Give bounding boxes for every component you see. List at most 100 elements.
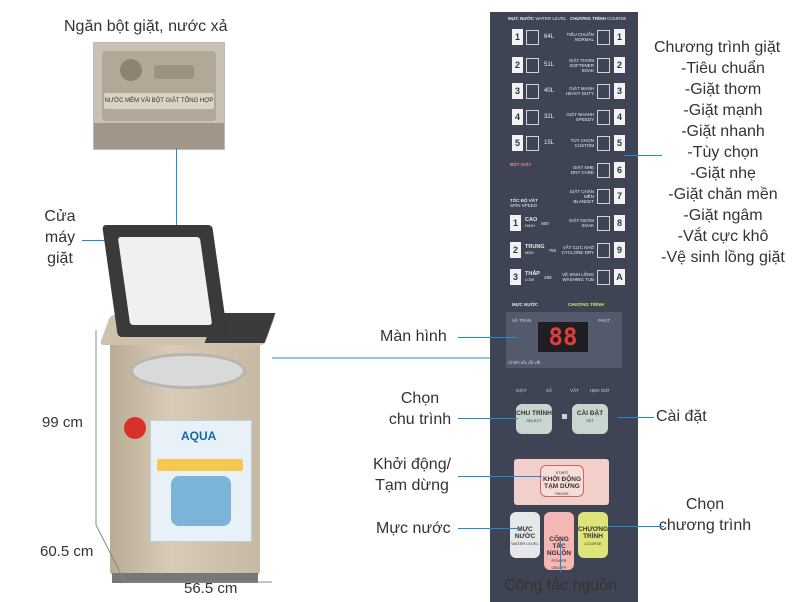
- program-icon: [597, 242, 610, 258]
- program-header-small: CHƯƠNG TRÌNH: [568, 302, 604, 307]
- program-header-en: COURSE: [607, 16, 627, 21]
- water-level-value: 15L: [544, 140, 555, 146]
- spin-label-en: HIGH: [525, 223, 535, 228]
- programs-list: -Tiêu chuẩn -Giặt thơm -Giặt mạnh -Giặt …: [648, 58, 798, 268]
- water-level-row: 4 32L: [512, 109, 554, 125]
- program-icon: [597, 215, 610, 231]
- program-item: -Giặt thơm: [684, 81, 762, 98]
- select-program-button[interactable]: CHU TRÌNH SELECT: [516, 404, 552, 434]
- power-button-caption: POWER ON/OFF: [551, 558, 567, 570]
- softener-cup: [120, 59, 142, 81]
- programs-title: Chương trình giặt: [654, 39, 781, 56]
- machine-tub: [130, 353, 246, 389]
- stage-wash: GIẶT: [516, 388, 527, 393]
- spin-speed-header: TỐC ĐỘ VẮT SPIN SPEED: [510, 198, 538, 208]
- spin-label-en: LOW: [525, 277, 535, 282]
- start-label: KHỞI ĐỘNG: [542, 476, 582, 483]
- start-caption: START: [555, 470, 569, 475]
- tub-icon: [526, 83, 539, 99]
- power-button-label-1: CÔNG TẮC: [549, 536, 569, 550]
- spin-value: 480: [543, 274, 552, 280]
- spin-label: THẤP: [525, 271, 540, 277]
- water-level-number: 2: [512, 57, 523, 73]
- program-name-en: SOAK: [581, 223, 594, 228]
- select-program-button-label: CHU TRÌNH: [516, 410, 552, 417]
- water-level-button-caption: WATER LEVEL: [511, 541, 539, 546]
- start-pause-leader-line: [458, 476, 542, 477]
- settings-leader-line: [618, 417, 654, 418]
- display-digits: 88: [538, 322, 588, 352]
- program-item: -Tùy chọn: [687, 144, 759, 161]
- water-level-number: 5: [512, 135, 523, 151]
- program-number: 7: [614, 188, 625, 204]
- program-name-en: HEAVY DUTY: [565, 91, 594, 96]
- program-name: VẮT CỰC KHÔ: [562, 245, 594, 250]
- spin-label: TRUNG: [525, 244, 545, 250]
- set-button-label: CÀI ĐẶT: [576, 410, 604, 417]
- door-label-line: giặt: [47, 250, 73, 267]
- program-name: GIẶT CHĂN MỀN: [569, 188, 594, 199]
- water-level-value: 51L: [544, 62, 555, 68]
- depth-dimension: 60.5 cm: [40, 543, 94, 560]
- pause-label: TẠM DỪNG: [544, 483, 580, 490]
- start-pause-label: Khởi động/ Tạm dừng: [362, 454, 462, 496]
- water-level-number: 1: [512, 29, 523, 45]
- course-button[interactable]: CHƯƠNG TRÌNH COURSE: [578, 512, 608, 558]
- display-minutes-label: PHÚT: [598, 318, 611, 323]
- program-icon: [597, 269, 610, 285]
- machine-poster: AQUA: [150, 420, 252, 542]
- brand-logo: AQUA: [181, 429, 217, 443]
- power-button[interactable]: CÔNG TẮC NGUỒN POWER ON/OFF: [544, 512, 574, 570]
- program-name-en: SOFTENER SOAK: [569, 62, 594, 73]
- course-button-label: CHƯƠNG TRÌNH: [578, 526, 609, 540]
- settings-label: Cài đặt: [656, 408, 707, 425]
- display-panel: XẢ TRÀN PHÚT 88: [506, 312, 622, 368]
- power-button-label-2: NGUỒN: [546, 550, 572, 557]
- door-leader-line: [82, 240, 110, 241]
- program-name-en: CYCLONE DRY: [561, 250, 594, 255]
- program-number: 5: [614, 135, 625, 151]
- spin-value: 750: [548, 247, 557, 253]
- start-pause-label-line: Khởi động/: [372, 456, 452, 473]
- drawer-softener-label: NƯỚC MỀM VẢI: [104, 98, 151, 104]
- program-number: 2: [614, 57, 625, 73]
- water-level-button[interactable]: MỰC NƯỚC WATER LEVEL: [510, 512, 540, 558]
- detergent-drawer-photo: NƯỚC MỀM VẢI BỘT GIẶT TỔNG HỢP: [93, 42, 225, 150]
- program-number: 8: [614, 215, 625, 231]
- water-level-label: Mực nước: [376, 520, 451, 537]
- power-switch-leader-line: [560, 540, 561, 572]
- program-name: GIẶT NHANH: [566, 112, 594, 117]
- drawer-front: NƯỚC MỀM VẢI BỘT GIẶT TỔNG HỢP: [104, 93, 214, 109]
- program-icon: [597, 29, 610, 45]
- set-button[interactable]: CÀI ĐẶT SET: [572, 404, 608, 434]
- select-program-label-line: chu trình: [388, 411, 452, 428]
- spin-speed-header-en: SPIN SPEED: [510, 203, 538, 208]
- set-button-caption: SET: [586, 418, 594, 423]
- drawer-detergent-label: BỘT GIẶT TỔNG HỢP: [151, 98, 214, 104]
- course-button-caption: COURSE: [584, 541, 602, 546]
- select-program-leader-line: [458, 418, 518, 419]
- stage-spin: VẮT: [570, 388, 579, 393]
- choose-program-label: Chọn chương trình: [650, 494, 760, 536]
- program-icon: [597, 162, 610, 178]
- water-level-leader-line: [458, 528, 518, 529]
- program-header-text: CHƯƠNG TRÌNH: [570, 16, 606, 21]
- water-level-header-en: WATER LEVEL: [535, 16, 567, 21]
- spin-adjust-note: Chỉnh tốc độ vắt: [508, 360, 541, 365]
- program-name: VỆ SINH LỒNG: [561, 272, 594, 277]
- start-pause-button[interactable]: START KHỞI ĐỘNG TẠM DỪNG PAUSE: [540, 465, 584, 497]
- machine-badge: [124, 417, 146, 439]
- program-item: -Tiêu chuẩn: [681, 60, 765, 77]
- power-switch-label: Công tắc nguồn: [504, 577, 617, 594]
- program-item: -Giặt nhanh: [681, 123, 765, 140]
- spin-label: CAO: [525, 217, 538, 223]
- water-level-button-label: MỰC NƯỚC: [514, 526, 536, 540]
